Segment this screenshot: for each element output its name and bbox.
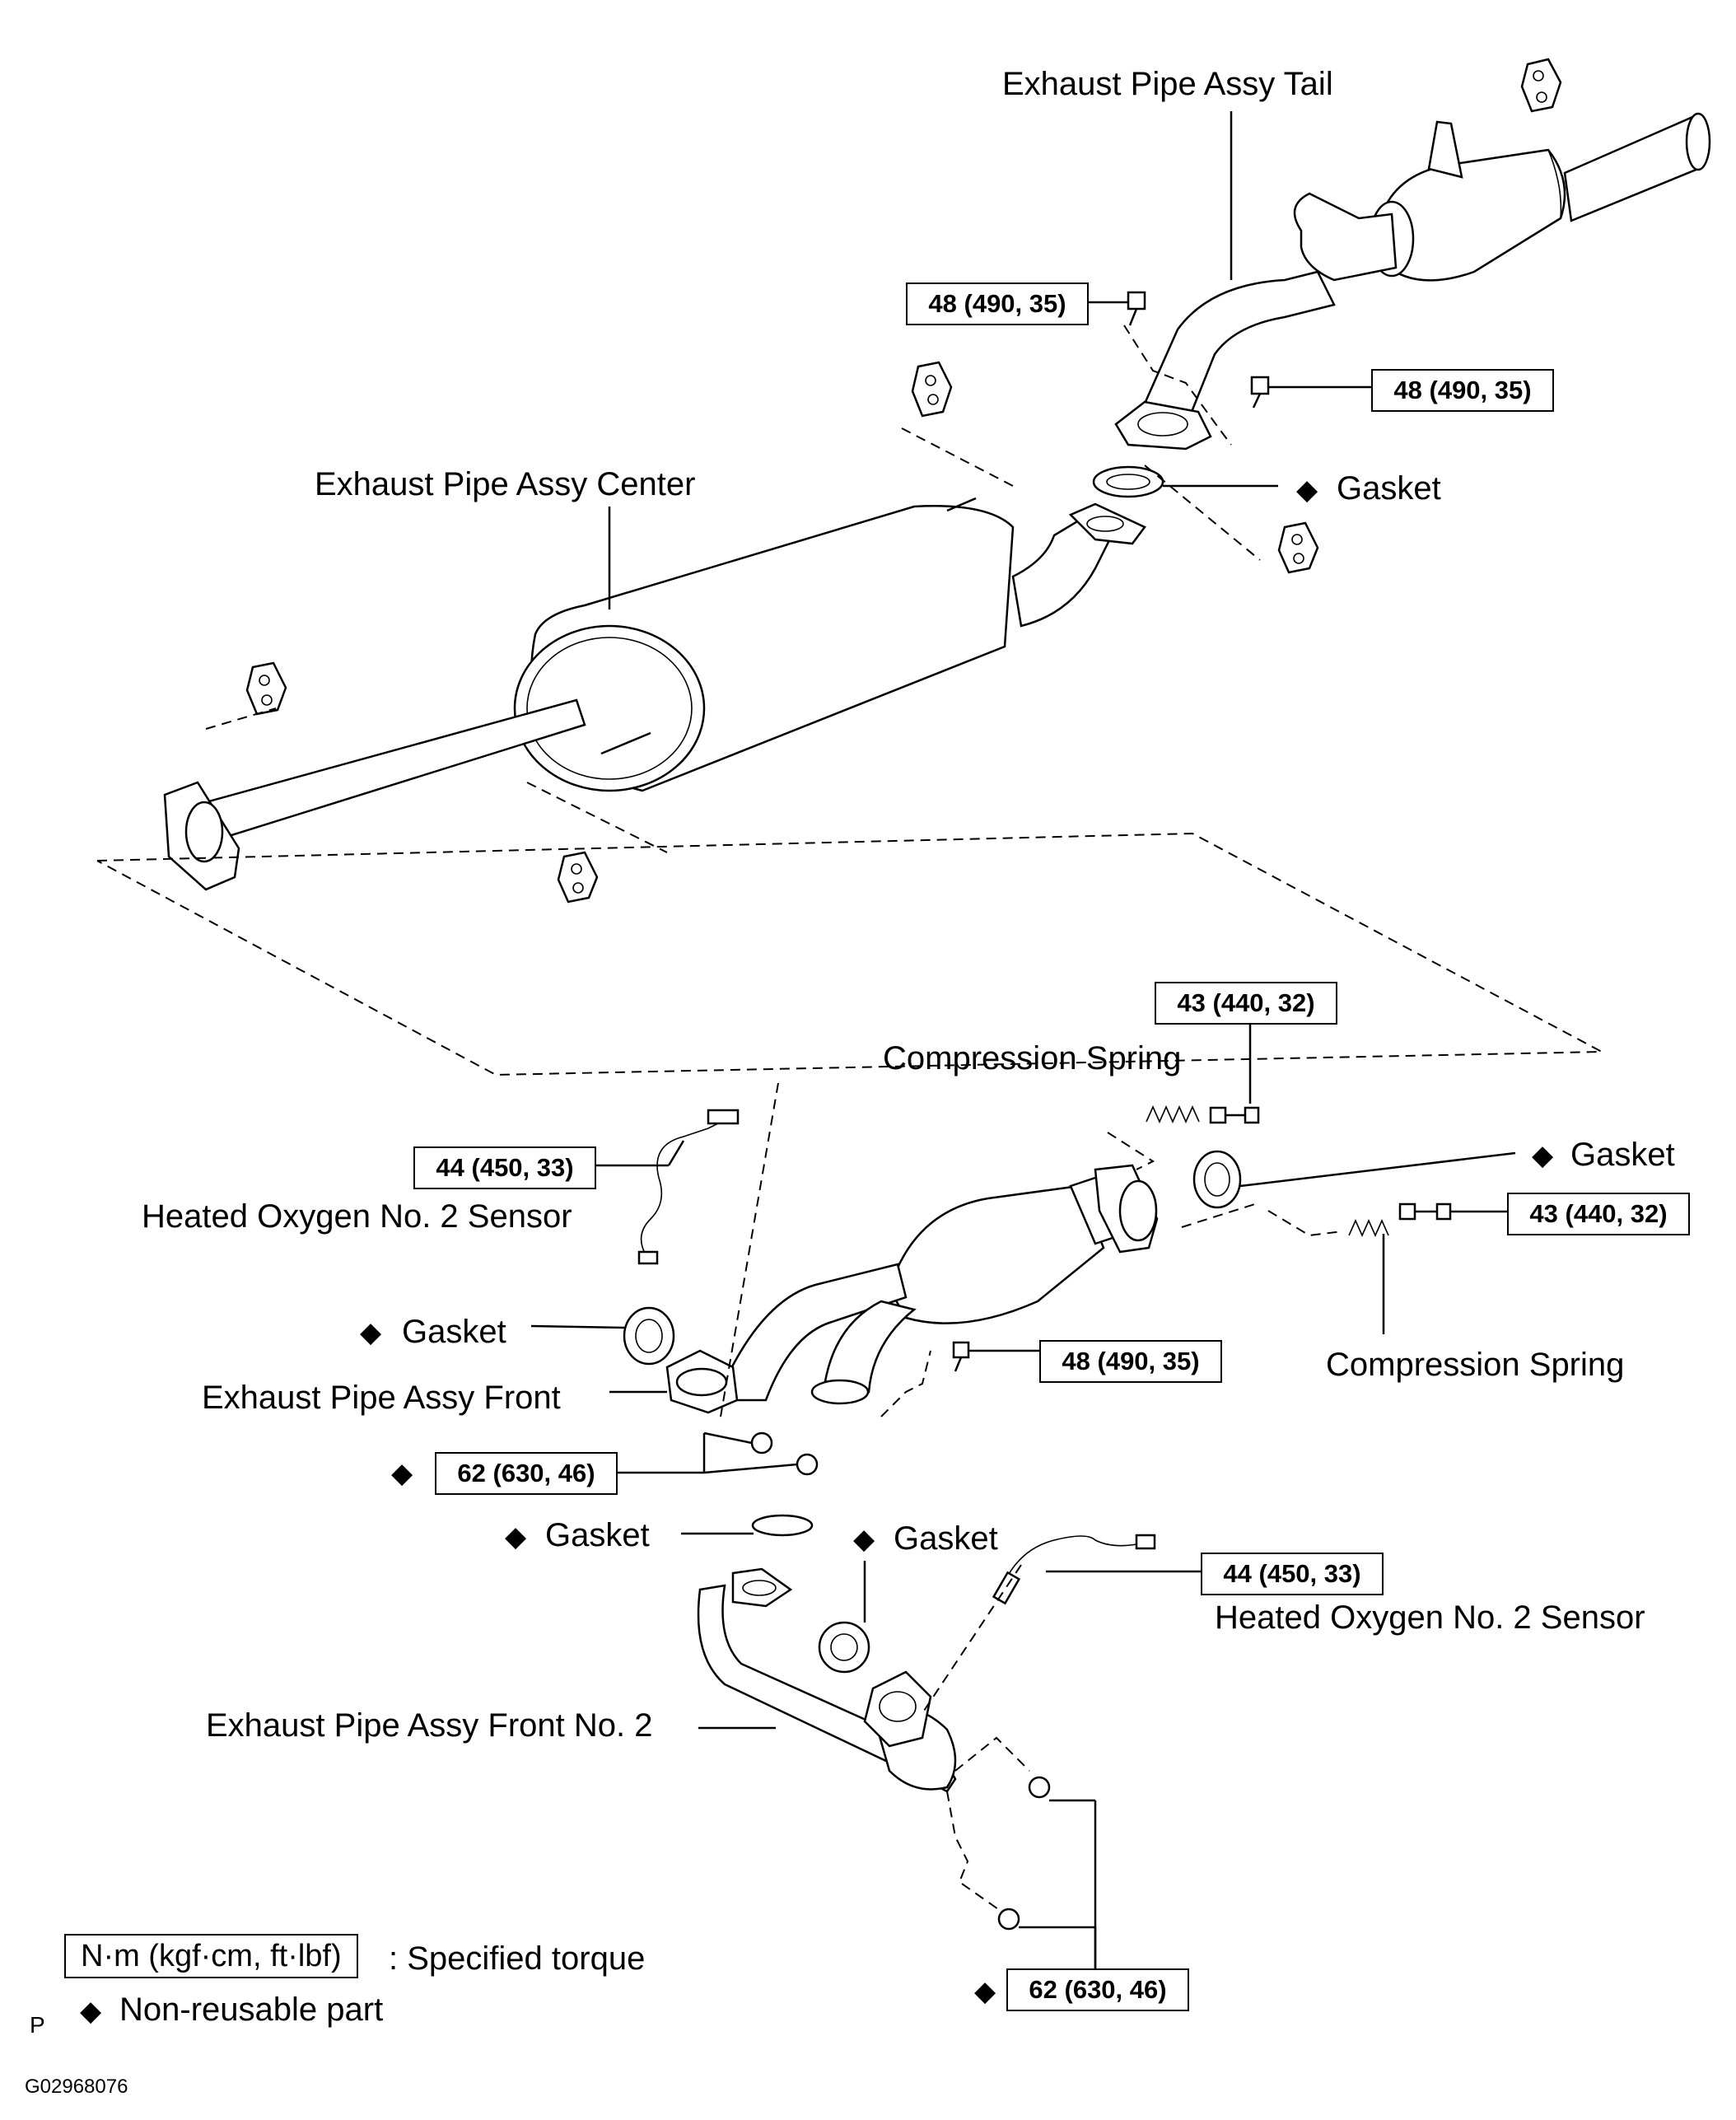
figure-id: G02968076: [25, 2076, 128, 2098]
diamond-icon: ◆: [391, 1458, 413, 1489]
exhaust-pipe-assy-tail-drawing: [1114, 112, 1711, 451]
diamond-icon: ◆: [1532, 1140, 1554, 1171]
exhaust-pipe-assy-front-no2-drawing: [697, 1567, 957, 1793]
rubber-hanger: [911, 361, 953, 418]
legend-unit-box: N·m (kgf·cm, ft·lbf): [64, 1934, 358, 1978]
torque-box-48-top-right: 48 (490, 35): [1371, 369, 1554, 412]
torque-box-43-top: 43 (440, 32): [1155, 982, 1337, 1025]
diamond-icon: ◆: [1296, 474, 1318, 506]
legend-nonreusable: Non-reusable part: [119, 1992, 384, 2028]
diamond-icon: ◆: [80, 1996, 102, 2027]
diamond-icon: ◆: [360, 1317, 382, 1348]
torque-box-44-top: 44 (450, 33): [413, 1146, 596, 1189]
gasket-ring: [1192, 1150, 1242, 1209]
bolt: [952, 1341, 970, 1372]
label-heated-oxygen-sensor-top: Heated Oxygen No. 2 Sensor: [142, 1198, 572, 1235]
rubber-hanger: [245, 661, 287, 716]
label-exhaust-pipe-assy-front: Exhaust Pipe Assy Front: [202, 1380, 561, 1416]
torque-box-48-top-left: 48 (490, 35): [906, 283, 1089, 325]
label-exhaust-pipe-assy-center: Exhaust Pipe Assy Center: [315, 466, 696, 502]
exhaust-pipe-assy-front-drawing: [665, 1164, 1159, 1414]
label-heated-oxygen-sensor-bottom: Heated Oxygen No. 2 Sensor: [1215, 1599, 1645, 1636]
diamond-icon: ◆: [974, 1976, 996, 2007]
label-compression-spring-top: Compression Spring: [883, 1040, 1182, 1076]
rubber-hanger: [1520, 58, 1562, 113]
rubber-hanger: [557, 851, 599, 904]
label-gasket: Gasket: [1337, 470, 1441, 507]
oxygen-sensor: [637, 1109, 740, 1265]
rubber-hanger: [1277, 521, 1319, 574]
torque-box-44-bottom: 44 (450, 33): [1201, 1553, 1384, 1595]
bolt: [1127, 291, 1146, 326]
compression-spring: [1348, 1219, 1389, 1237]
gasket-ring: [623, 1306, 675, 1366]
bolt: [1209, 1106, 1260, 1124]
label-exhaust-pipe-assy-tail: Exhaust Pipe Assy Tail: [1002, 66, 1333, 102]
leader-lines: [530, 111, 1516, 1990]
gasket-ring: [751, 1514, 814, 1537]
torque-box-43-right: 43 (440, 32): [1507, 1193, 1690, 1235]
torque-box-62-mid: 62 (630, 46): [435, 1452, 618, 1495]
label-compression-spring-right: Compression Spring: [1326, 1347, 1625, 1383]
exhaust-pipe-assy-center-drawing: [163, 497, 1146, 891]
nut: [997, 1908, 1020, 1931]
bolt: [1398, 1202, 1452, 1221]
label-gasket: Gasket: [894, 1520, 998, 1557]
nut: [796, 1453, 819, 1476]
corner-letter: P: [30, 2012, 45, 2038]
diamond-icon: ◆: [505, 1521, 527, 1553]
label-gasket: Gasket: [545, 1517, 650, 1553]
gasket-ring: [1092, 465, 1164, 498]
nut: [1028, 1776, 1051, 1799]
diamond-icon: ◆: [853, 1524, 875, 1555]
torque-box-48-mid: 48 (490, 35): [1039, 1340, 1222, 1383]
gasket-ring: [818, 1621, 870, 1674]
compression-spring: [1146, 1105, 1200, 1123]
legend-unit-text: : Specified torque: [389, 1940, 646, 1977]
torque-box-62-bottom: 62 (630, 46): [1006, 1968, 1189, 2011]
bolt: [1250, 376, 1270, 409]
label-exhaust-pipe-assy-front-no2: Exhaust Pipe Assy Front No. 2: [206, 1707, 653, 1744]
label-gasket: Gasket: [402, 1314, 506, 1350]
nut: [750, 1431, 773, 1455]
label-gasket: Gasket: [1570, 1137, 1675, 1173]
